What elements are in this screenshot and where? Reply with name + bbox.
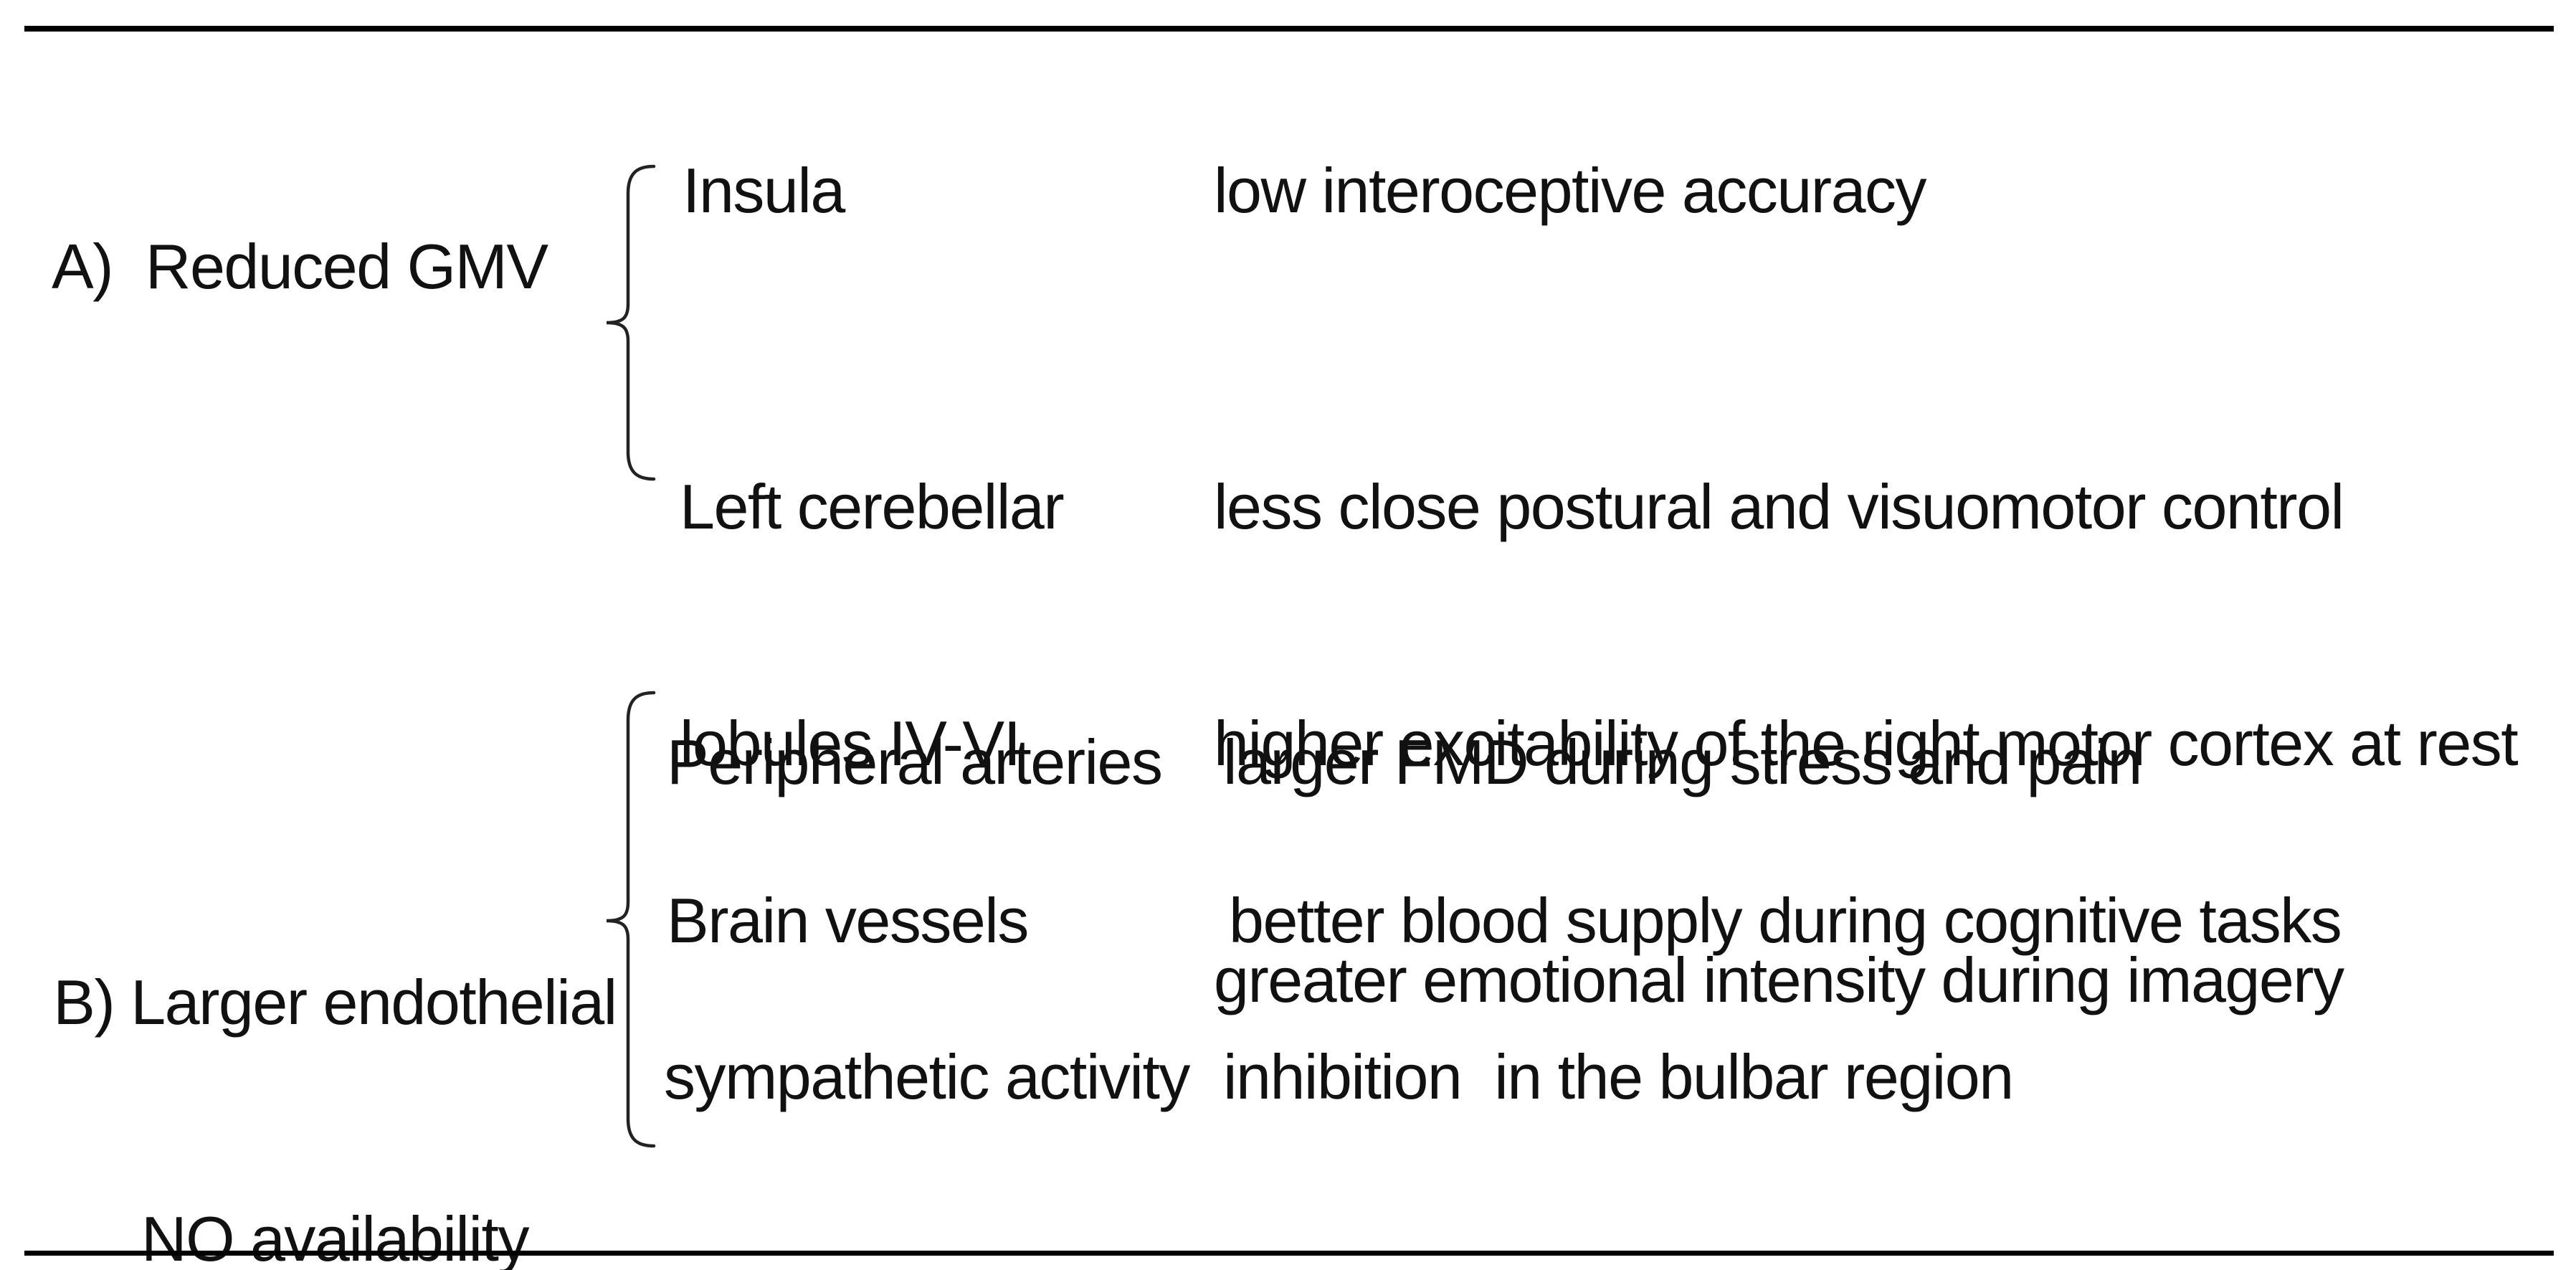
- region-label-line: lobules IV-VI: [680, 708, 1021, 779]
- effect-text-peripheral-arteries: larger FMD during stress and pain: [1223, 726, 2142, 797]
- section-b-label-line: NO availability: [141, 1203, 529, 1270]
- effect-text-insula: low interoceptive accuracy: [1214, 155, 1927, 226]
- region-label-line: Left cerebellar: [680, 471, 1065, 542]
- region-label-insula: Insula: [683, 155, 845, 226]
- region-label-sympathetic-activity: sympathetic activity: [664, 1041, 1190, 1112]
- section-b-label-line: B) Larger endothelial: [53, 967, 617, 1038]
- effect-text-sympathetic-activity: inhibition in the bulbar region: [1223, 1041, 2014, 1112]
- section-b-label: B) Larger endothelial NO availability: [52, 805, 618, 1270]
- effect-line: less close postural and visuomotor contr…: [1214, 471, 2344, 542]
- region-label-cerebellar: Left cerebellar lobules IV-VI: [680, 310, 1065, 941]
- effect-text-brain-vessels: better blood supply during cognitive tas…: [1229, 885, 2342, 956]
- region-label-brain-vessels: Brain vessels: [667, 885, 1029, 956]
- effect-line: higher excitability of the right motor c…: [1214, 708, 2519, 779]
- region-label-peripheral-arteries: Peripheral arteries: [667, 726, 1163, 797]
- effect-line: greater emotional intensity during image…: [1214, 944, 2344, 1015]
- bottom-rule: [24, 1251, 2554, 1256]
- section-b-grouping-brace-icon: [602, 690, 657, 1149]
- top-rule: [24, 26, 2554, 32]
- section-a-grouping-brace-icon: [602, 164, 657, 482]
- section-a-label: A) Reduced GMV: [52, 231, 548, 302]
- effect-text-cerebellar: less close postural and visuomotor contr…: [1214, 310, 2519, 1177]
